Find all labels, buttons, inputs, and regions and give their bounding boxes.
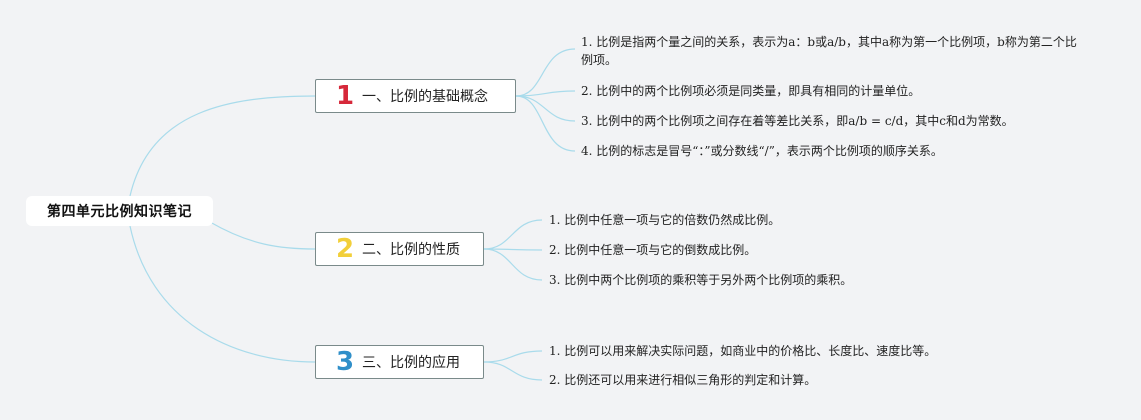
branch-label: 三、比例的应用 — [362, 355, 460, 371]
number-two-icon: 2 — [335, 234, 355, 264]
root-node[interactable]: 第四单元比例知识笔记 — [26, 196, 213, 226]
leaf-item: 2. 比例中的两个比例项必须是同类量，即具有相同的计量单位。 — [581, 84, 921, 98]
leaf-item: 3. 比例中的两个比例项之间存在着等差比关系，即a/b = c/d，其中c和d为… — [581, 114, 1014, 128]
link-b3-i1 — [483, 350, 543, 363]
leaf-item: 1. 比例是指两个量之间的关系，表示为a：b或a/b，其中a称为第一个比例项，b… — [581, 35, 1077, 67]
leaf-item: 3. 比例中两个比例项的乘积等于另外两个比例项的乘积。 — [549, 273, 853, 287]
number-one-icon: 1 — [335, 81, 355, 111]
link-root-branch3 — [129, 225, 316, 363]
branch-label: 二、比例的性质 — [362, 242, 460, 258]
link-b1-i1 — [515, 48, 576, 97]
leaf-item: 2. 比例还可以用来进行相似三角形的判定和计算。 — [549, 373, 817, 387]
branch-node-1[interactable]: 1 一、比例的基础概念 — [315, 79, 516, 113]
number-three-icon: 3 — [335, 347, 355, 377]
link-b3-i2 — [483, 361, 543, 381]
leaf-item: 1. 比例中任意一项与它的倍数仍然成比例。 — [549, 213, 781, 227]
link-b1-i4 — [515, 95, 576, 152]
link-b1-i2 — [515, 90, 576, 97]
leaf-item: 1. 比例可以用来解决实际问题，如商业中的价格比、长度比、速度比等。 — [549, 344, 937, 358]
link-b2-i3 — [483, 248, 543, 281]
link-b1-i3 — [515, 95, 576, 122]
branch-label: 一、比例的基础概念 — [362, 89, 488, 105]
link-b2-i1 — [483, 219, 543, 250]
link-root-branch1 — [129, 95, 316, 197]
root-label: 第四单元比例知识笔记 — [47, 204, 192, 220]
leaf-item: 2. 比例中任意一项与它的倒数成比例。 — [549, 243, 757, 257]
branch-node-3[interactable]: 3 三、比例的应用 — [315, 345, 484, 379]
leaf-item: 4. 比例的标志是冒号“：”或分数线“/”，表示两个比例项的顺序关系。 — [581, 144, 943, 158]
branch-node-2[interactable]: 2 二、比例的性质 — [315, 232, 484, 266]
link-root-branch2 — [209, 221, 316, 250]
